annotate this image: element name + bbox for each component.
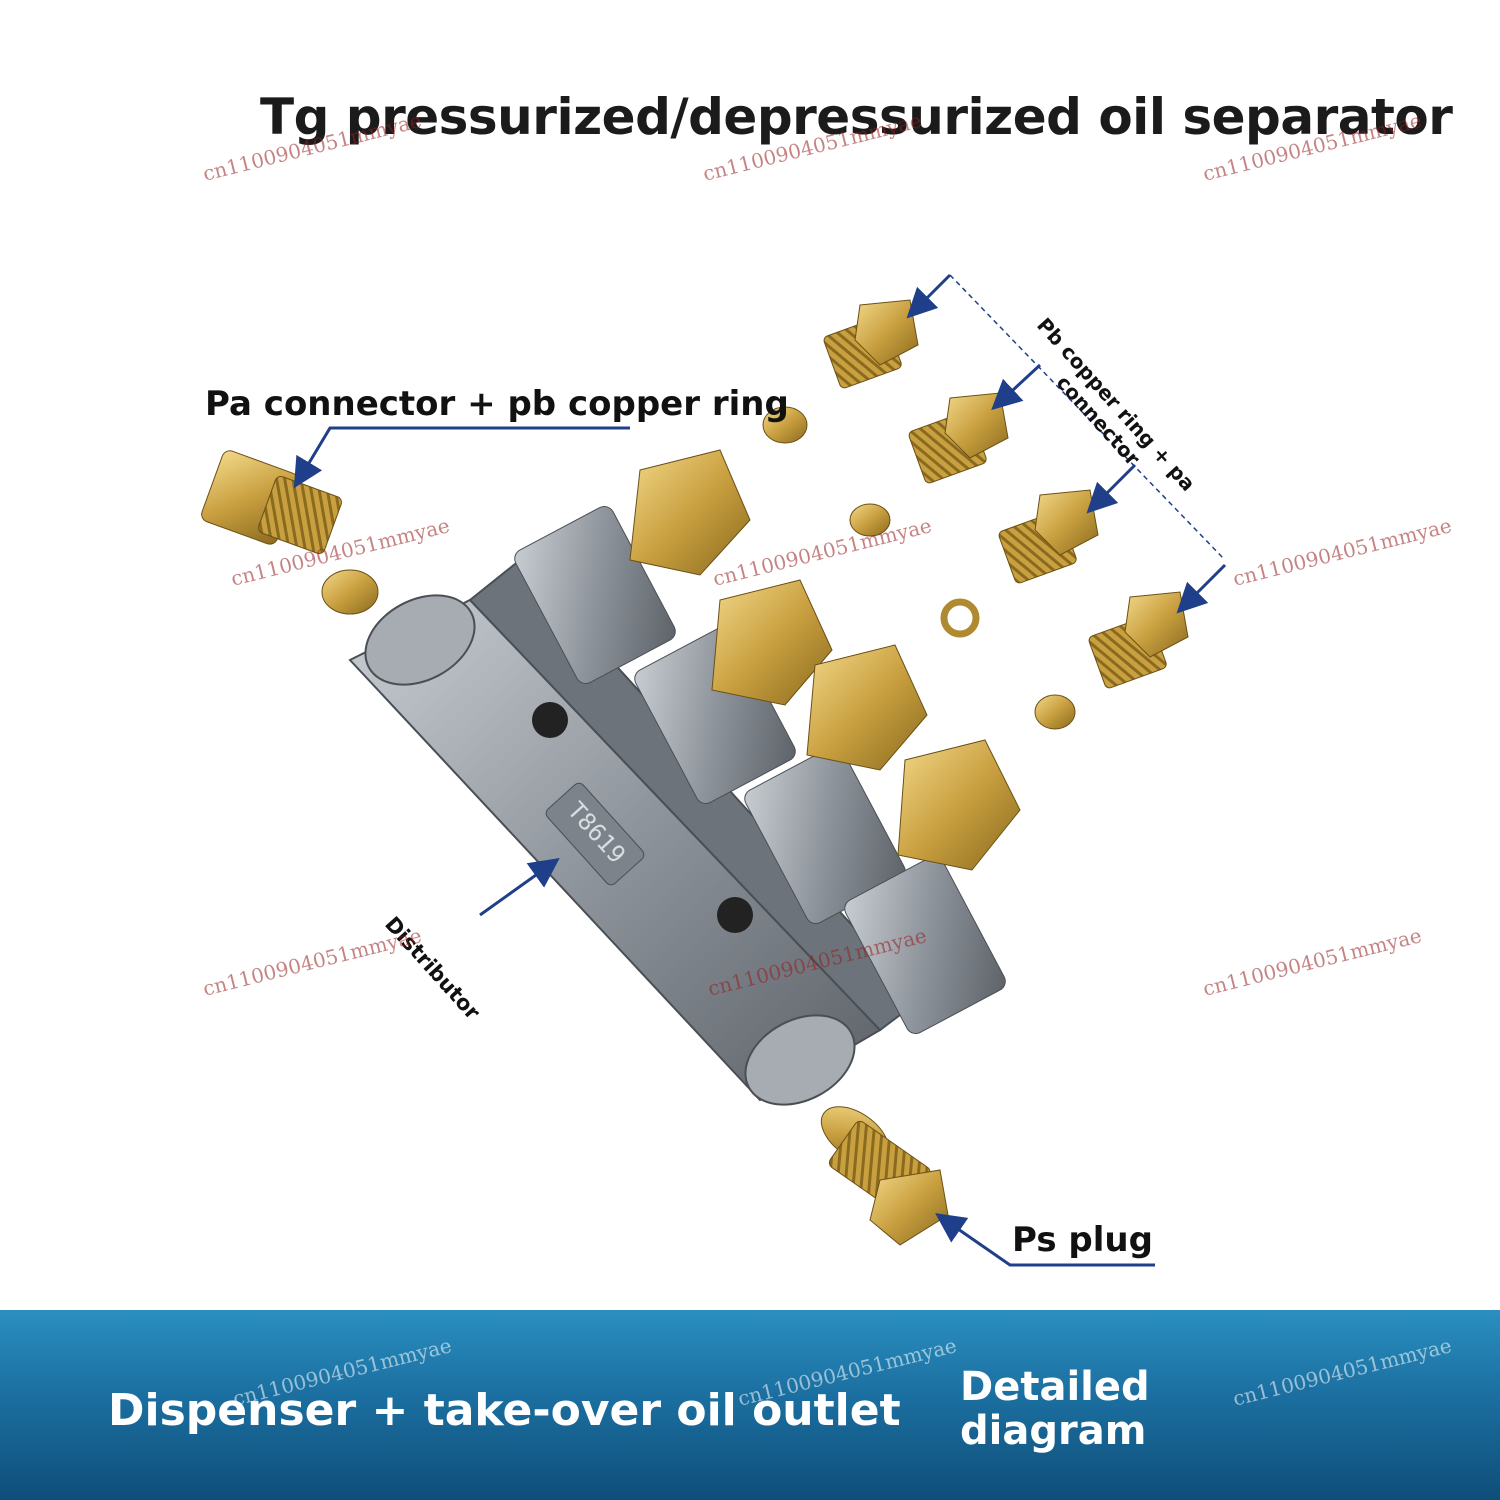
page-title: Tg pressurized/depressurized oil separat… bbox=[260, 88, 1453, 146]
banner-right-text: Detailed diagram bbox=[960, 1365, 1150, 1453]
footer-banner bbox=[0, 1310, 1500, 1500]
callout-arrows bbox=[293, 273, 1227, 1267]
ps-plug-label: Ps plug bbox=[1012, 1220, 1153, 1260]
banner-right-line2: diagram bbox=[960, 1408, 1147, 1454]
banner-right-line1: Detailed bbox=[960, 1364, 1150, 1410]
banner-left-text: Dispenser + take-over oil outlet bbox=[108, 1385, 901, 1436]
pb-connector-parts bbox=[762, 299, 1189, 730]
pa-connector-label: Pa connector + pb copper ring bbox=[205, 384, 789, 424]
outlet-bosses bbox=[514, 449, 1021, 1035]
ps-plug-part bbox=[820, 1106, 949, 1246]
pa-connector-part bbox=[201, 450, 379, 615]
